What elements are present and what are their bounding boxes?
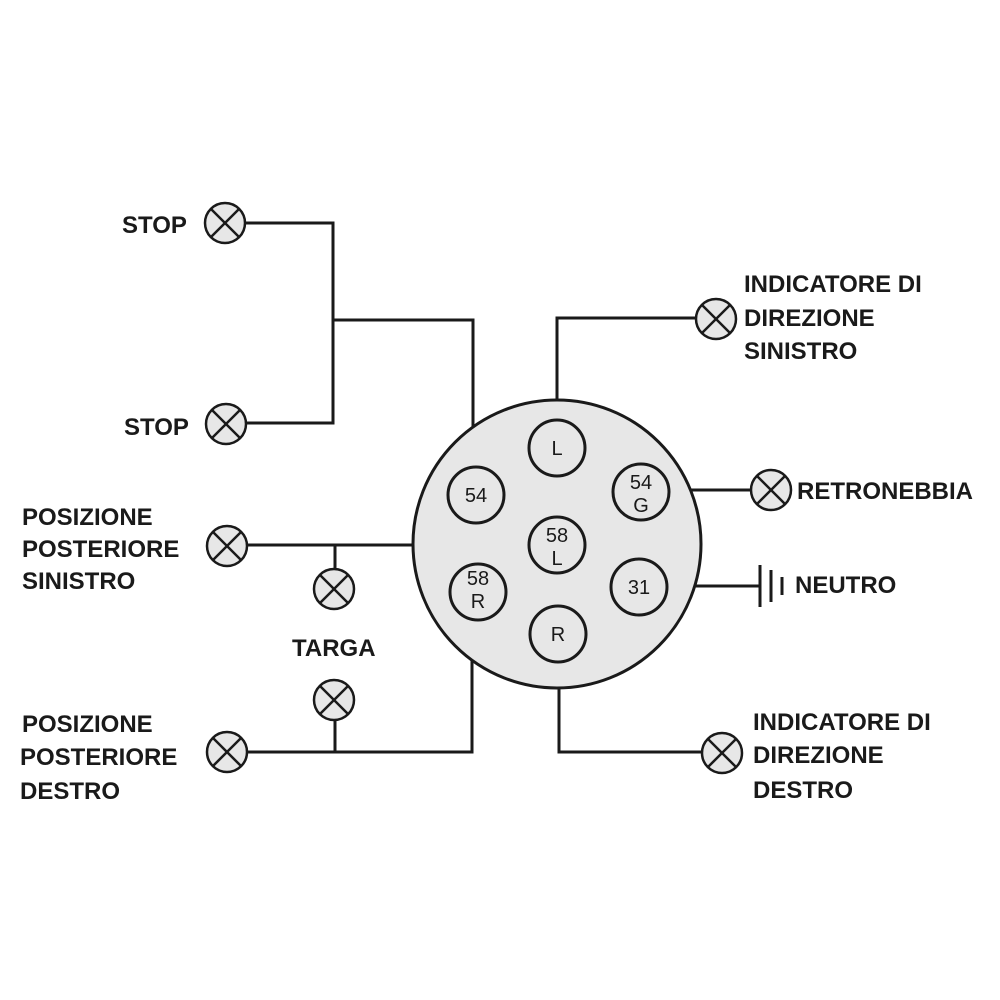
label-indicatore-sinistro-2: DIREZIONE xyxy=(744,305,875,332)
label-stop-bottom: STOP xyxy=(124,414,189,441)
socket-pin-58R: 58 R xyxy=(448,562,508,622)
label-targa: TARGA xyxy=(292,635,376,662)
label-stop-top: STOP xyxy=(122,212,187,239)
ground-icon xyxy=(758,565,784,607)
socket-pin-L: L xyxy=(527,418,587,478)
socket-pin-54G: 54 G xyxy=(611,462,671,522)
label-neutro: NEUTRO xyxy=(795,572,896,599)
lamp-icon-stop-bottom xyxy=(204,402,248,446)
lamp-icon-targa-bottom xyxy=(312,678,356,722)
lamp-icon-indicatore-sinistro xyxy=(694,297,738,341)
wire-posizione-destro xyxy=(245,617,474,754)
pin-label: R xyxy=(551,624,565,646)
socket-pin-R: R xyxy=(528,604,588,664)
pin-label: 31 xyxy=(628,577,650,599)
pin-label: L xyxy=(551,548,562,570)
lamp-icon-retronebbia xyxy=(749,468,793,512)
label-posizione-sinistro-3: SINISTRO xyxy=(22,568,135,595)
label-posizione-sinistro-1: POSIZIONE xyxy=(22,504,153,531)
socket-pin-54: 54 xyxy=(446,465,506,525)
wire-stop xyxy=(244,221,335,425)
label-indicatore-destro-3: DESTRO xyxy=(753,777,853,804)
pin-label: G xyxy=(633,495,649,517)
label-retronebbia: RETRONEBBIA xyxy=(797,478,973,505)
label-indicatore-destro-1: INDICATORE DI xyxy=(753,709,931,736)
pin-label: L xyxy=(551,438,562,460)
socket-pin-31: 31 xyxy=(609,557,669,617)
socket-pin-58L: 58 L xyxy=(527,515,587,575)
label-indicatore-sinistro-1: INDICATORE DI xyxy=(744,271,922,298)
lamp-icon-targa-top xyxy=(312,567,356,611)
label-posizione-destro-3: DESTRO xyxy=(20,778,120,805)
wire-pin-54 xyxy=(331,318,475,470)
pin-label: 58 xyxy=(546,525,568,547)
lamp-icon-posizione-sinistro xyxy=(205,524,249,568)
lamp-icon-posizione-destro xyxy=(205,730,249,774)
label-posizione-sinistro-2: POSTERIORE xyxy=(22,536,179,563)
pin-label: R xyxy=(471,591,485,613)
wire-indicatore-destro xyxy=(557,677,703,754)
wire-indicatore-sinistro xyxy=(555,316,698,423)
lamp-icon-stop-top xyxy=(203,201,247,245)
label-posizione-destro-2: POSTERIORE xyxy=(20,744,177,771)
wiring xyxy=(244,221,760,754)
pin-label: 54 xyxy=(630,472,652,494)
label-posizione-destro-1: POSIZIONE xyxy=(22,711,153,738)
pin-label: 58 xyxy=(467,568,489,590)
label-indicatore-sinistro-3: SINISTRO xyxy=(744,338,857,365)
lamp-icon-indicatore-destro xyxy=(700,731,744,775)
pin-label: 54 xyxy=(465,485,487,507)
label-indicatore-destro-2: DIREZIONE xyxy=(753,742,884,769)
